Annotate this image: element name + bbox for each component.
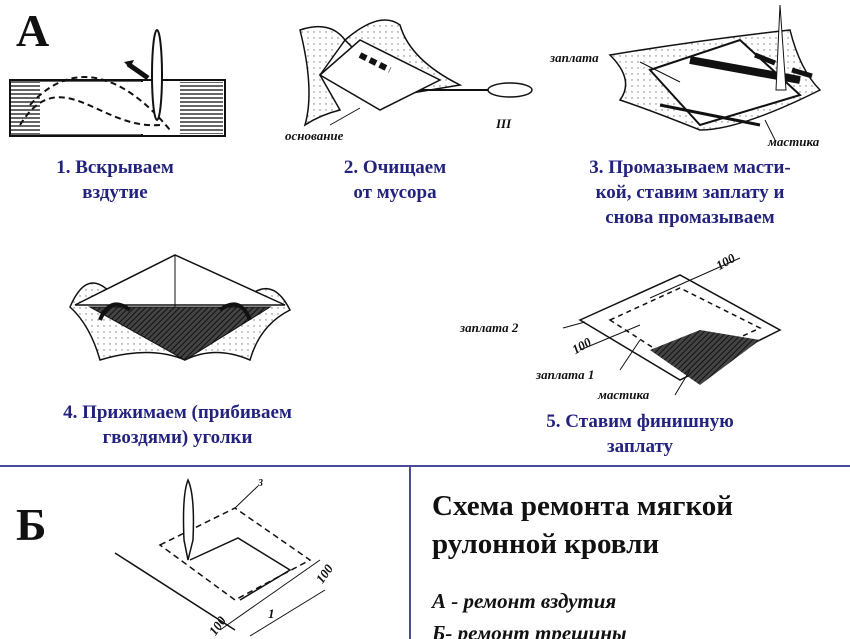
caption-line: 2. Очищаем xyxy=(343,157,447,178)
label-patch: заплата xyxy=(550,50,599,65)
caption-line: гвоздями) уголки xyxy=(102,427,253,448)
caption-line: 3. Промазываем масти- xyxy=(589,157,791,178)
label-roman: III xyxy=(496,116,512,131)
diagram-title: Схема ремонта мягкой рулонной кровли xyxy=(432,487,733,563)
label-3: 3 xyxy=(258,478,263,489)
title-line: рулонной кровли xyxy=(432,528,660,560)
step4-sketch xyxy=(69,254,292,362)
label-patch1: заплата 1 xyxy=(536,367,595,382)
section-b-letter: Б xyxy=(16,499,47,550)
step5-sketch xyxy=(562,257,782,396)
vertical-divider xyxy=(409,466,411,639)
section-b-sketch xyxy=(114,478,326,637)
section-a-letter: А xyxy=(16,5,50,56)
label-patch2: заплата 2 xyxy=(460,320,519,335)
caption-line: снова промазываем xyxy=(605,207,775,228)
horizontal-divider xyxy=(0,465,850,467)
label-mastic-5: мастика xyxy=(598,387,650,402)
label-base: основание xyxy=(285,128,344,143)
step3-sketch xyxy=(608,4,822,141)
label-1: 1 xyxy=(268,606,275,621)
caption-line: заплату xyxy=(606,436,674,457)
caption-line: 4. Прижимаем (прибиваем xyxy=(63,402,292,423)
step2-sketch xyxy=(299,19,533,127)
step1-sketch xyxy=(9,29,226,137)
legend-item: Б- ремонт трещины xyxy=(432,621,627,639)
legend-list: А - ремонт вздутия Б- ремонт трещины xyxy=(432,585,627,639)
caption-line: кой, ставим заплату и xyxy=(595,182,785,203)
step3-caption: 3. Промазываем масти- кой, ставим заплат… xyxy=(535,155,845,230)
caption-line: вздутие xyxy=(82,182,148,203)
title-line: Схема ремонта мягкой xyxy=(432,490,733,522)
step4-caption: 4. Прижимаем (прибиваем гвоздями) уголки xyxy=(0,400,355,450)
step1-caption: 1. Вскрываем вздутие xyxy=(10,155,220,205)
step5-caption: 5. Ставим финишную заплату xyxy=(490,409,790,459)
caption-line: 1. Вскрываем xyxy=(56,157,174,178)
label-mastic: мастика xyxy=(768,134,820,149)
caption-line: от мусора xyxy=(353,182,437,203)
step2-caption: 2. Очищаем от мусора xyxy=(290,155,500,205)
legend-item: А - ремонт вздутия xyxy=(432,589,617,613)
caption-line: 5. Ставим финишную xyxy=(546,411,734,432)
